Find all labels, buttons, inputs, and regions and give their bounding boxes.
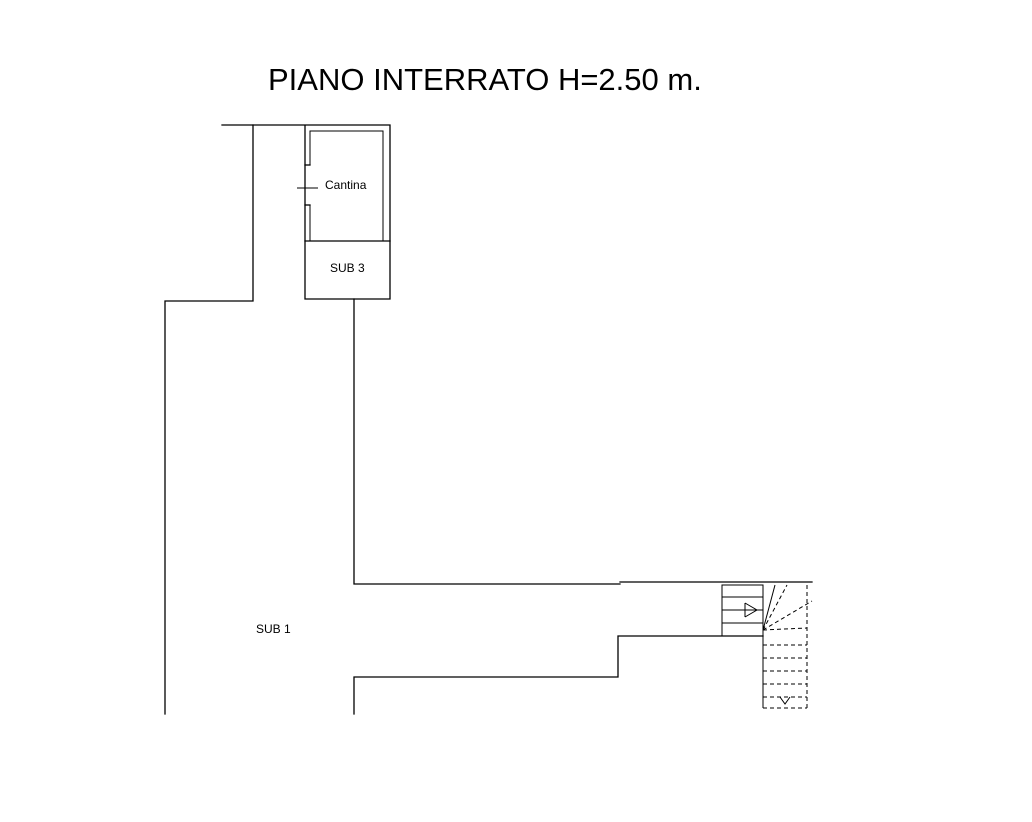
cantina-walls: [252, 124, 391, 300]
cantina-door: [297, 164, 318, 206]
room-label-sub1: SUB 1: [256, 622, 291, 636]
room-label-cantina: Cantina: [325, 178, 367, 192]
sub1-walls: [164, 124, 813, 715]
staircase: [721, 584, 813, 709]
room-label-sub3: SUB 3: [330, 261, 365, 275]
plan-title: PIANO INTERRATO H=2.50 m.: [268, 62, 702, 97]
